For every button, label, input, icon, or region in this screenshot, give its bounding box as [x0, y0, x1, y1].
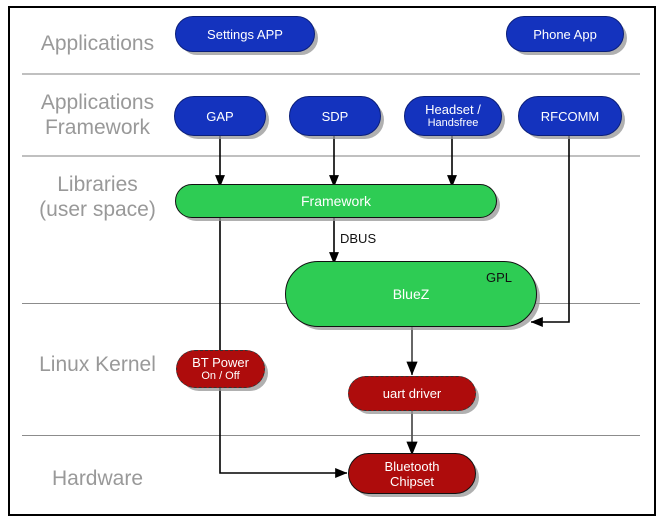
edge-gap-to-chipset: [219, 204, 348, 478]
node-bluez[interactable]: GPL BlueZ: [285, 261, 537, 327]
node-gap[interactable]: GAP: [174, 96, 266, 136]
node-label: Bluetooth: [384, 458, 440, 474]
layer-label-hardware: Hardware: [51, 467, 144, 490]
bluez-license-tag: GPL: [485, 270, 512, 285]
node-headset-handsfree[interactable]: Headset / Handsfree: [404, 96, 502, 136]
node-bt-power[interactable]: BT Power On / Off: [176, 350, 265, 388]
node-label: Phone App: [533, 26, 597, 42]
node-label: uart driver: [382, 386, 442, 401]
node-label: BT Power: [192, 355, 249, 370]
node-label: SDP: [321, 108, 349, 124]
node-label: BlueZ: [392, 285, 430, 302]
node-rfcomm[interactable]: RFCOMM: [518, 96, 622, 136]
node-phone-app[interactable]: Phone App: [506, 16, 624, 52]
node-label: Headset /: [425, 102, 481, 117]
node-label: RFCOMM: [540, 108, 600, 124]
divider-linux-kernel: [22, 435, 640, 436]
layer-label-app-framework: Applications Framework: [40, 91, 155, 139]
node-sublabel: Chipset: [389, 473, 435, 489]
layer-label-linux-kernel: Linux Kernel: [39, 353, 156, 376]
divider-applications: [22, 73, 640, 75]
node-settings-app[interactable]: Settings APP: [175, 16, 315, 52]
node-label: Settings APP: [207, 26, 283, 42]
layer-label-applications: Applications: [40, 32, 155, 55]
node-framework[interactable]: Framework: [175, 184, 497, 218]
node-bluetooth-chipset[interactable]: Bluetooth Chipset: [348, 453, 476, 494]
layer-label-libraries: Libraries (user space): [39, 173, 156, 221]
edge-label-dbus: DBUS: [340, 231, 377, 246]
node-sdp[interactable]: SDP: [289, 96, 381, 136]
node-label: Framework: [300, 192, 371, 209]
divider-app-framework: [22, 155, 640, 157]
node-sublabel: Handsfree: [427, 117, 479, 129]
node-sublabel: On / Off: [201, 370, 240, 382]
edge-rfcomm-to-bluez: [530, 136, 570, 327]
node-uart-driver[interactable]: uart driver: [348, 376, 476, 411]
node-label: GAP: [206, 108, 234, 124]
